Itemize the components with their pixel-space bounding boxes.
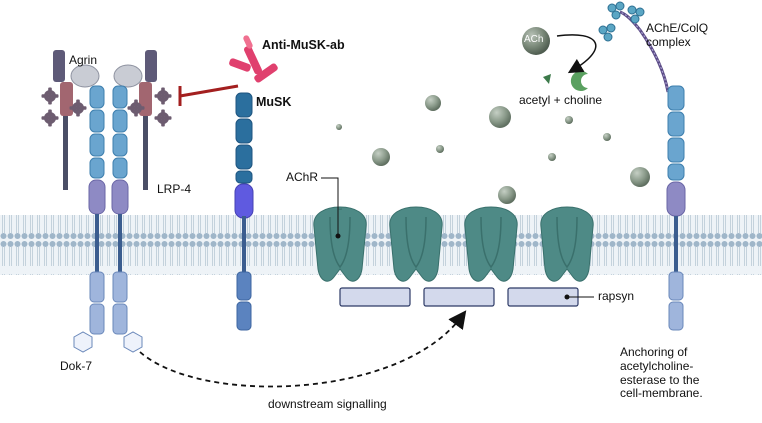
lrp4-label: LRP-4: [157, 182, 192, 196]
achr-label: AChR: [286, 170, 319, 184]
ach-molecule-icon: [522, 27, 550, 55]
ach-spheres: [336, 95, 650, 204]
anti-musk-label: Anti-MuSK-ab: [262, 38, 345, 52]
musk-chain-left: [88, 85, 106, 335]
colq-stalk: [619, 10, 670, 93]
lrp4-right: [139, 50, 157, 190]
rapsyn-bars: [339, 287, 579, 307]
ach-label: ACh: [524, 34, 544, 45]
acetyl-choline-icon: [543, 71, 589, 91]
ache-colq-label: AChE/ColQ complex: [646, 21, 709, 49]
musk-label: MuSK: [256, 95, 292, 109]
achr-leader: [321, 177, 339, 236]
hydrolysis-arrow-icon: [556, 34, 597, 74]
musk-chain-right: [111, 85, 129, 335]
achr-receptors: [313, 206, 594, 282]
agrin: [70, 64, 143, 88]
anchoring-label: Anchoring of acetylcholine- esterase to …: [620, 345, 703, 401]
rapsyn-label: rapsyn: [598, 289, 635, 303]
cell-membrane: [0, 215, 762, 275]
gear-icon: [41, 87, 172, 127]
lrp4-left: [53, 50, 73, 190]
antibody-icon: [229, 35, 278, 83]
agrin-label: Agrin: [69, 53, 98, 67]
inhibition-arrow-icon: [178, 84, 239, 106]
dok7: [73, 331, 143, 353]
anchor-protein: [666, 85, 686, 331]
acetyl-choline-label: acetyl + choline: [519, 93, 603, 107]
downstream-label: downstream signalling: [268, 397, 387, 411]
musk-standalone: [234, 92, 254, 331]
downstream-arrow: [139, 310, 467, 388]
dok7-label: Dok-7: [60, 359, 93, 373]
ache-tetramer-icon: [598, 1, 645, 42]
